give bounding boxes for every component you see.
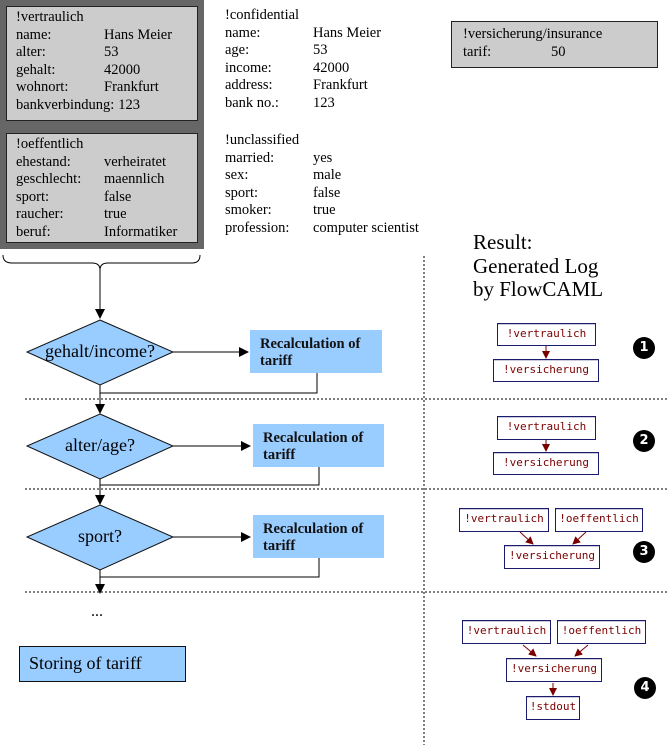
log-node-versicherung: !versicherung [504, 545, 600, 569]
log-node-stdout: !stdout [526, 696, 580, 720]
record-header: !unclassified [225, 132, 300, 148]
ellipsis: ... [91, 603, 103, 620]
step-badge-2: 2 [633, 430, 655, 452]
record-confidential: !confidential name:Hans Meier age:53 inc… [225, 7, 382, 111]
step-badge-4: 4 [634, 677, 656, 699]
record-header: !oeffentlich [16, 136, 84, 152]
record-header: !vertraulich [16, 9, 84, 25]
decision-label-2: alter/age? [65, 435, 135, 455]
record-vertraulich: !vertraulich name:Hans Meier alter:53 ge… [0, 0, 204, 127]
log-node-vertraulich: !vertraulich [462, 620, 551, 644]
result-title: Result: Generated Log by FlowCAML [473, 230, 604, 301]
decision-label-1: gehalt/income? [45, 341, 155, 361]
log-node-versicherung: !versicherung [493, 359, 599, 382]
record-header: !confidential [225, 7, 300, 23]
log-node-vertraulich: !vertraulich [497, 323, 596, 346]
step-badge-3: 3 [633, 541, 655, 563]
process-storing-tariff: Storing of tariff [19, 646, 186, 682]
record-header: !versicherung/insurance [463, 26, 603, 42]
log-node-versicherung: !versicherung [493, 452, 599, 475]
log-node-vertraulich: !vertraulich [459, 508, 549, 532]
record-oeffentlich: !oeffentlich ehestand:verheiratet geschl… [0, 127, 204, 249]
log-node-vertraulich: !vertraulich [497, 416, 596, 440]
record-insurance: !versicherung/insurance tarif:50 [451, 21, 658, 68]
step-badge-1: 1 [633, 337, 655, 359]
grouping-brace [2, 254, 201, 271]
log-node-oeffentlich: !oeffentlich [557, 620, 646, 644]
log-node-versicherung: !versicherung [506, 658, 602, 682]
decision-label-3: sport? [78, 526, 122, 546]
record-unclassified: !unclassified married:yes sex:male sport… [225, 132, 419, 236]
log-node-oeffentlich: !oeffentlich [555, 508, 643, 532]
